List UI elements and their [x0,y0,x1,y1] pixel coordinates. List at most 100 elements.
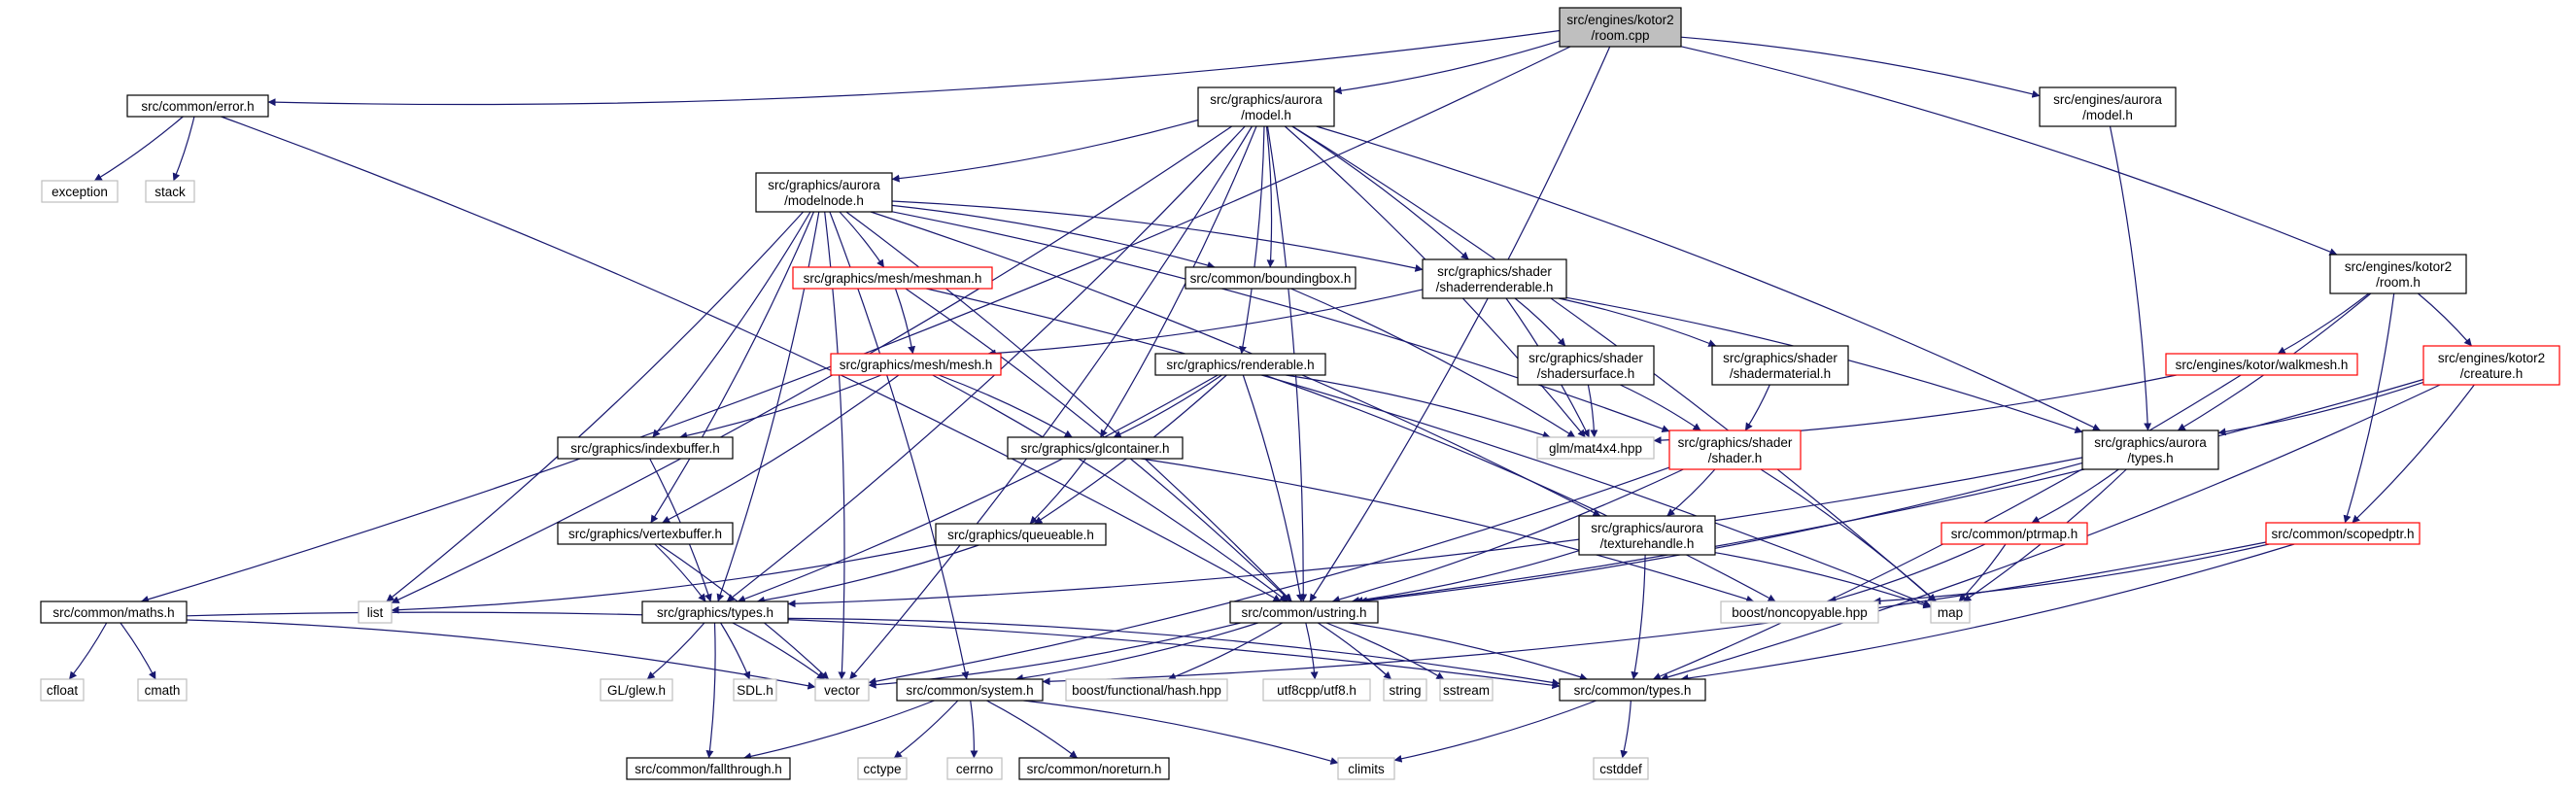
node-mesh_h[interactable]: src/graphics/mesh/mesh.h [830,353,1002,376]
node-ustring_h[interactable]: src/common/ustring.h [1229,600,1379,624]
edge-scopedptr_h-to-common_types_h [1680,543,2295,682]
node-noncopyable: boost/noncopyable.hpp [1720,600,1879,624]
node-string: string [1383,678,1427,702]
edge-modelnode_h-to-shaderrenderable_h [891,200,1424,272]
node-label: /room.cpp [1591,28,1649,43]
edge-aurora_types_h-to-ustring_h [1359,462,2083,605]
node-label: /model.h [1241,108,1291,122]
node-label: exception [52,185,108,199]
node-shadersurface_h[interactable]: src/graphics/shader/shadersurface.h [1517,345,1655,386]
node-label: src/graphics/vertexbuffer.h [568,527,722,541]
edge-renderable_h-to-graphics_types_h [737,374,1219,603]
node-system_h[interactable]: src/common/system.h [896,678,1044,702]
node-box [557,436,734,460]
edge-graphics_types_h-to-glew_h [646,622,705,680]
node-box [1711,345,1849,386]
node-label: src/graphics/renderable.h [1166,358,1314,372]
edge-maths_h-to-cmath [120,622,156,680]
edge-aurora_model_h-to-vector [849,125,1254,680]
node-scopedptr_h[interactable]: src/common/scopedptr.h [2265,522,2421,545]
node-renderable_h[interactable]: src/graphics/renderable.h [1154,353,1326,376]
node-label: src/common/boundingbox.h [1190,271,1352,286]
node-texturehandle_h[interactable]: src/graphics/aurora/texturehandle.h [1578,515,1716,556]
node-label: src/graphics/glcontainer.h [1020,441,1169,456]
edge-creature_h-to-common_types_h [1660,384,2441,681]
edge-graphics_types_h-to-common_types_h [787,617,1561,687]
node-cmath: cmath [137,678,188,702]
node-maths_h[interactable]: src/common/maths.h [40,600,188,624]
node-queueable_h[interactable]: src/graphics/queueable.h [935,523,1107,546]
node-label: boost/noncopyable.hpp [1732,605,1868,620]
node-box [1383,678,1427,702]
node-shader_h[interactable]: src/graphics/shader/shader.h [1668,429,1802,470]
node-shaderrenderable_h[interactable]: src/graphics/shader/shaderrenderable.h [1422,258,1567,299]
edge-modelnode_h-to-list [386,211,805,602]
edge-graphics_types_h-to-vector [732,622,825,680]
node-label: src/graphics/aurora [1210,92,1322,107]
node-label: /room.h [2376,275,2421,290]
edge-aurora_model_h-to-aurora_types_h [1316,125,2101,431]
edge-modelnode_h-to-indexbuffer_h [652,211,811,438]
node-shadermaterial_h[interactable]: src/graphics/shader/shadermaterial.h [1711,345,1849,386]
node-graphics_types_h[interactable]: src/graphics/types.h [641,600,789,624]
node-box [946,757,1003,780]
node-aurora_types_h[interactable]: src/graphics/aurora/types.h [2081,429,2219,470]
node-box [1559,678,1706,702]
node-box [126,94,269,118]
node-aurora_model_h[interactable]: src/graphics/aurora/model.h [1197,86,1335,127]
node-vertexbuffer_h[interactable]: src/graphics/vertexbuffer.h [557,522,734,545]
node-climits: climits [1337,757,1395,780]
node-box [1517,345,1655,386]
node-label: src/common/maths.h [52,605,174,620]
node-glew_h: GL/glew.h [600,678,673,702]
node-cstddef: cstddef [1593,757,1649,780]
node-creature_h[interactable]: src/engines/kotor2/creature.h [2422,345,2560,386]
node-room_cpp[interactable]: src/engines/kotor2/room.cpp [1559,7,1682,48]
edge-mesh_h-to-ustring_h [932,374,1288,602]
node-fallthrough_h[interactable]: src/common/fallthrough.h [626,757,791,780]
edge-creature_h-to-aurora_types_h [2217,381,2424,436]
node-glcontainer_h[interactable]: src/graphics/glcontainer.h [1007,436,1184,460]
edge-modelnode_h-to-meshman_h [839,211,885,268]
node-box [733,678,777,702]
node-box [1197,86,1335,127]
node-kotor2_room_h[interactable]: src/engines/kotor2/room.h [2329,254,2467,294]
edge-shader_h-to-ustring_h [1331,468,1684,603]
node-boundingbox_h[interactable]: src/common/boundingbox.h [1185,266,1357,290]
node-box [935,523,1107,546]
edge-renderable_h-to-ustring_h [1242,374,1304,602]
edge-boundingbox_h-to-mat4x4 [1290,288,1576,438]
node-label: glm/mat4x4.hpp [1549,441,1642,456]
edge-aurora_types_h-to-graphics_types_h [787,457,2083,608]
node-common_types_h[interactable]: src/common/types.h [1559,678,1706,702]
node-noreturn_h[interactable]: src/common/noreturn.h [1018,757,1170,780]
node-box [40,600,188,624]
node-box [1559,7,1682,48]
edge-texturehandle_h-to-map [1714,552,1932,609]
node-sstream: sstream [1439,678,1494,702]
edge-modelnode_h-to-texturehandle_h [870,211,1601,517]
node-label: /model.h [2082,108,2133,122]
edge-texturehandle_h-to-ustring_h [1351,550,1580,604]
edge-ptrmap_h-to-map [1958,543,2007,602]
node-eng_aurora_model_h[interactable]: src/engines/aurora/model.h [2039,86,2177,127]
edge-aurora_model_h-to-list [391,125,1233,603]
edge-system_h-to-cctype [893,700,959,759]
node-error_h[interactable]: src/common/error.h [126,94,269,118]
node-indexbuffer_h[interactable]: src/graphics/indexbuffer.h [557,436,734,460]
node-label: src/graphics/shader [1678,435,1793,450]
edge-glcontainer_h-to-noncopyable [1141,458,1755,603]
edge-ptrmap_h-to-noncopyable [1828,543,1986,603]
node-cfloat: cfloat [40,678,85,702]
edge-maths_h-to-cfloat [68,622,108,680]
node-ptrmap_h[interactable]: src/common/ptrmap.h [1941,522,2088,545]
edge-glcontainer_h-to-queueable_h [1029,458,1086,525]
edge-graphics_types_h-to-sdl_h [720,622,751,680]
node-meshman_h[interactable]: src/graphics/mesh/meshman.h [792,266,993,290]
edge-common_types_h-to-cstddef [1620,700,1631,759]
node-modelnode_h[interactable]: src/graphics/aurora/modelnode.h [755,172,893,213]
node-label: src/engines/kotor2 [1566,13,1673,27]
node-label: src/common/ptrmap.h [1951,527,2078,541]
edge-modelnode_h-to-shader_h [891,211,1670,433]
node-walkmesh_h[interactable]: src/engines/kotor/walkmesh.h [2165,353,2358,376]
